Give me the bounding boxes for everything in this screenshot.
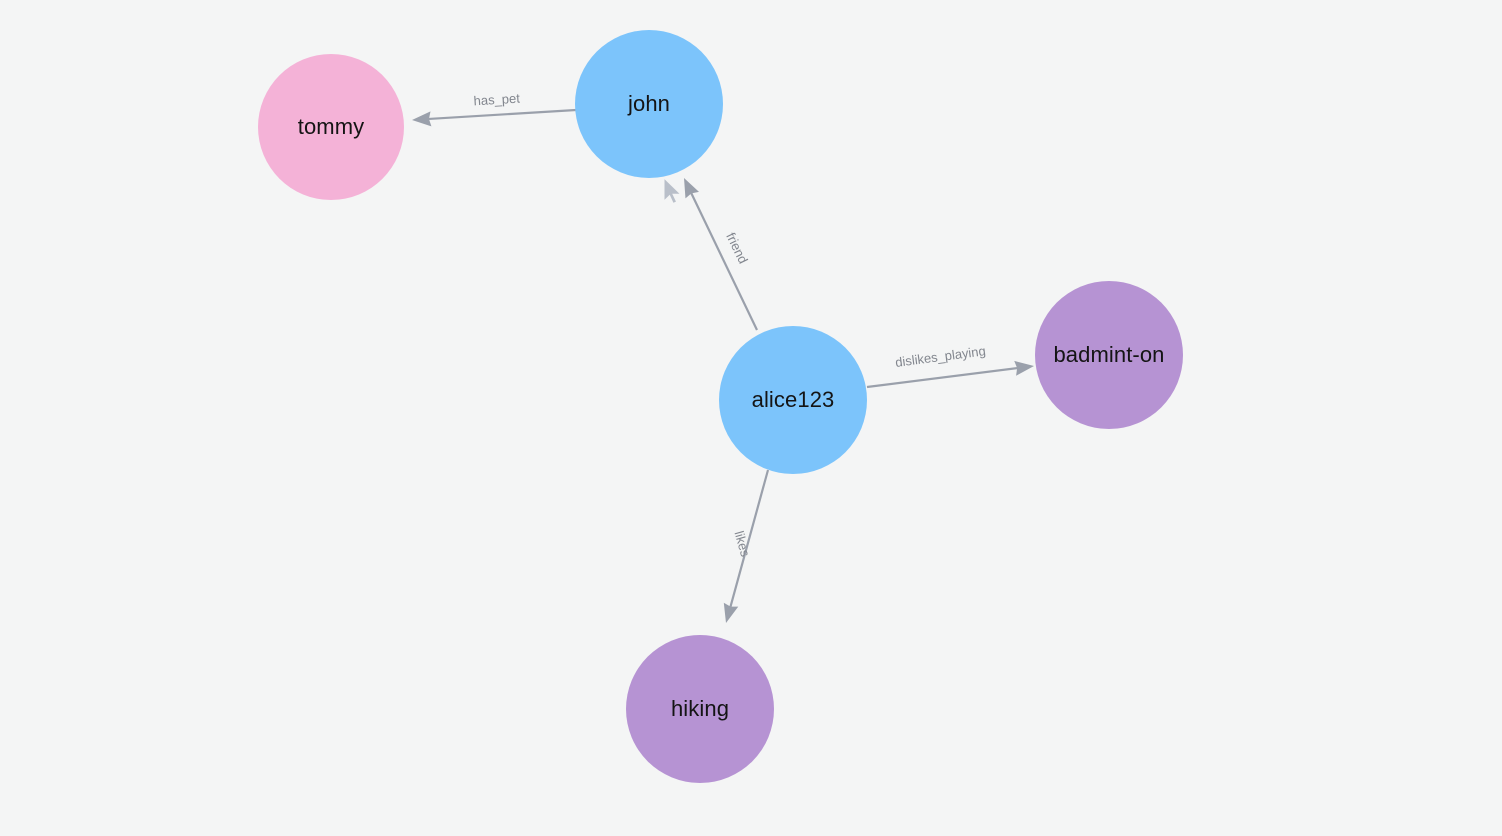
edge-friend-arrowhead — [684, 178, 699, 199]
edge-likes-arrowhead — [723, 602, 739, 623]
graph-node-tommy[interactable]: tommy — [258, 54, 404, 200]
edge-has-pet-label: has_pet — [473, 91, 520, 109]
edge-likes-label: likes — [732, 529, 754, 559]
edge-likes[interactable] — [728, 469, 770, 609]
graph-node-hiking[interactable]: hiking — [626, 635, 774, 783]
graph-node-label-john: john — [628, 91, 670, 116]
edge-dislikes-playing[interactable] — [866, 366, 1020, 389]
graph-node-john[interactable]: john — [575, 30, 723, 178]
mouse-pointer-icon — [663, 176, 682, 205]
graph-node-label-hiking: hiking — [670, 696, 730, 721]
edge-friend[interactable] — [689, 191, 758, 331]
graph-node-label-alice123: alice123 — [751, 387, 835, 412]
edge-friend-label: friend — [723, 230, 751, 266]
edge-has-pet[interactable] — [426, 108, 577, 121]
edge-dislikes-playing-arrowhead — [1014, 360, 1034, 376]
edge-has-pet-arrowhead — [412, 111, 432, 127]
graph-node-badminton[interactable]: badmint-on — [1035, 281, 1183, 429]
graph-node-alice123[interactable]: alice123 — [719, 326, 867, 474]
graph-node-label-badminton: badmint-on — [1053, 342, 1165, 367]
graph-node-label-tommy: tommy — [297, 114, 365, 139]
edge-dislikes-playing-label: dislikes_playing — [894, 343, 986, 370]
